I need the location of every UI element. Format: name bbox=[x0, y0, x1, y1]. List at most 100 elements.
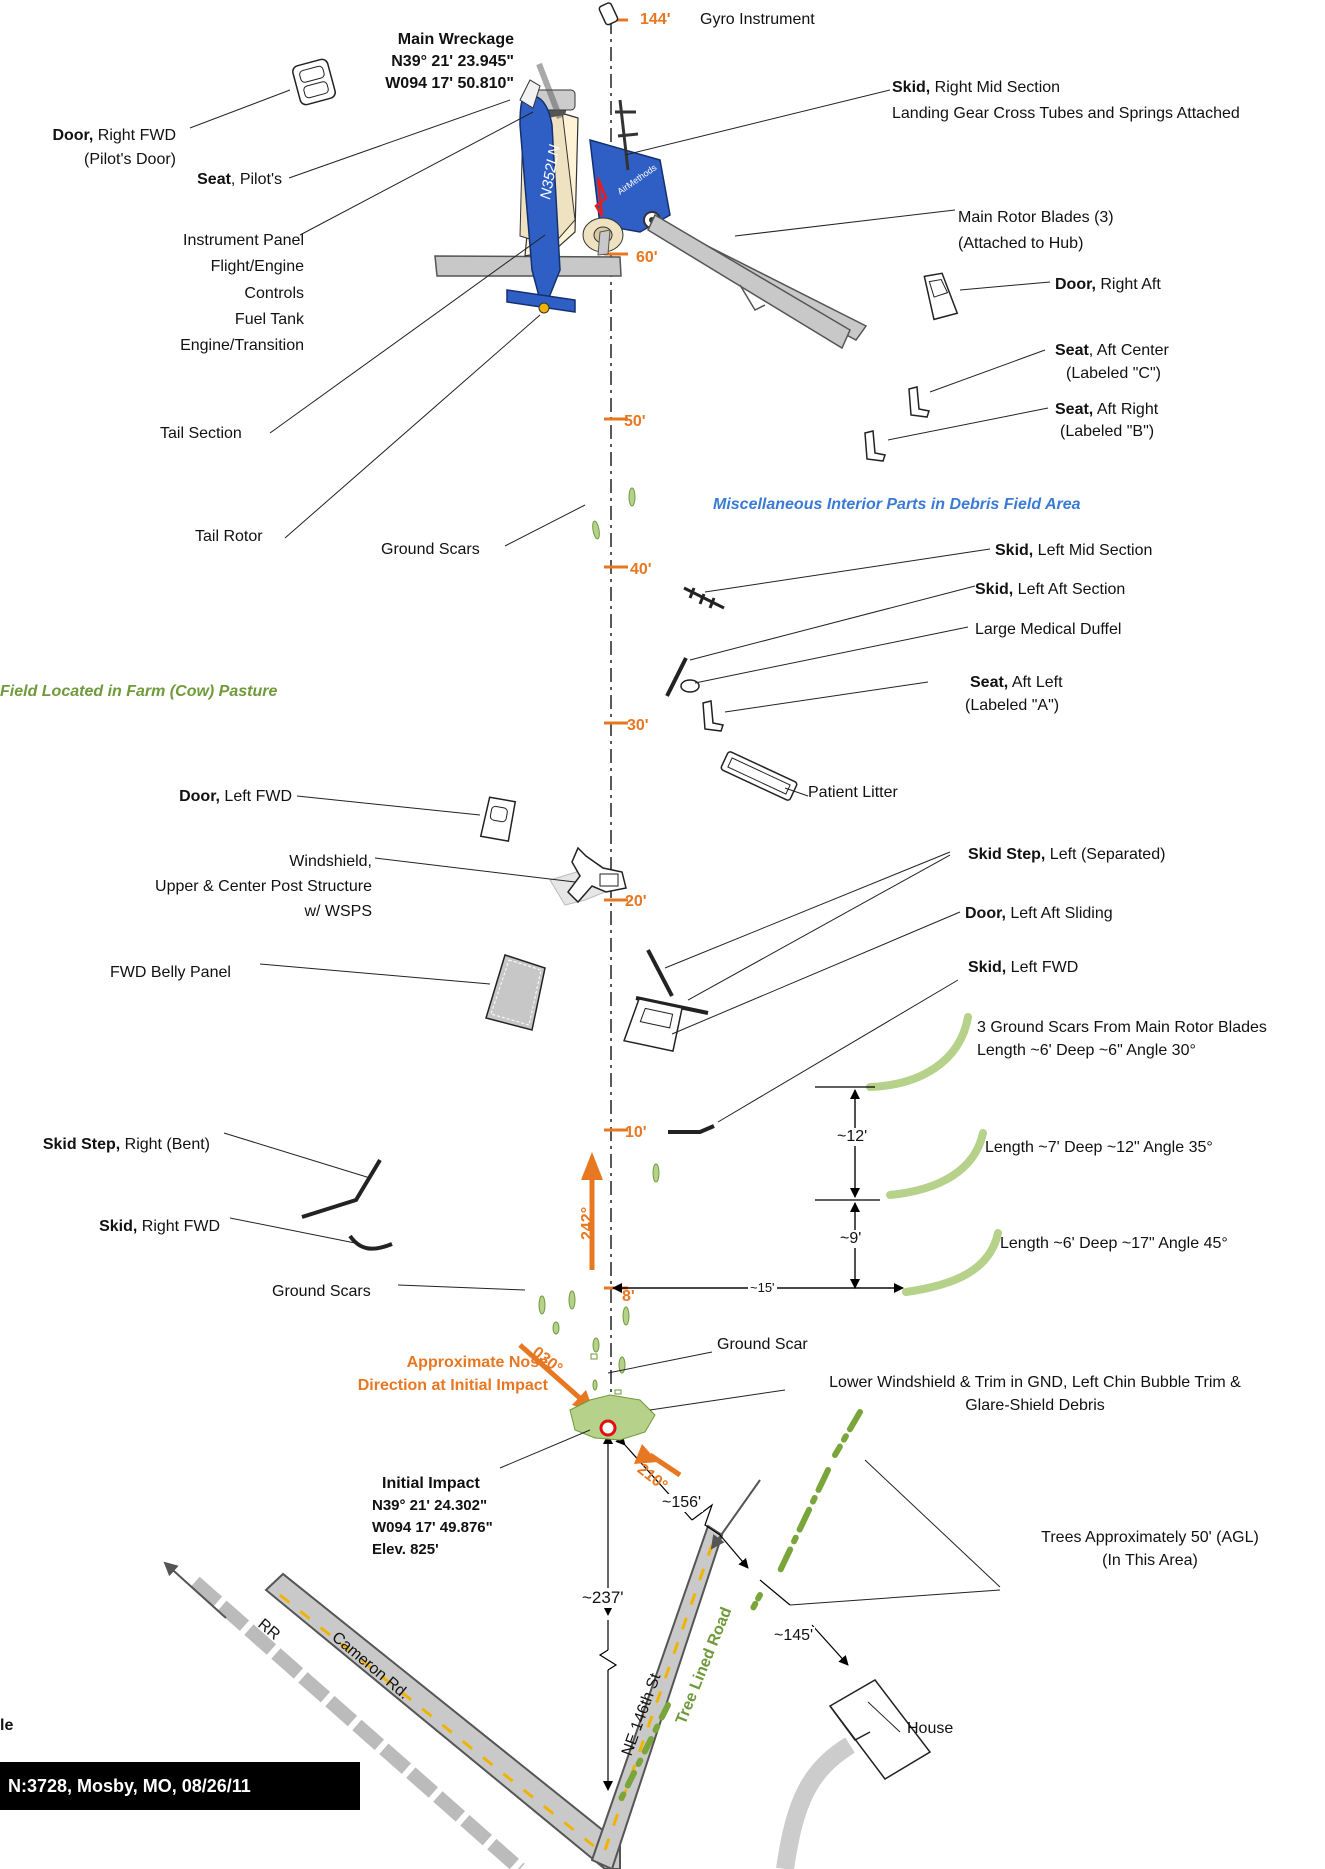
distance-8: 8' bbox=[622, 1288, 635, 1305]
seat-aft-left-icon bbox=[702, 700, 724, 732]
dim-237: ~237' bbox=[580, 1588, 626, 1608]
door-right-fwd-icon bbox=[292, 58, 336, 106]
initial-impact-elev: Elev. 825' bbox=[372, 1541, 439, 1558]
seat-aft-right-sub: (Labeled "B") bbox=[1060, 423, 1155, 440]
rotor-scar3-label: Length ~6' Deep ~17" Angle 45° bbox=[1000, 1235, 1228, 1252]
distance-50: 50' bbox=[624, 413, 646, 430]
skid-right-mid-rest: Right Mid Section bbox=[930, 79, 1061, 96]
door-left-aft-rest: Left Aft Sliding bbox=[1005, 905, 1113, 922]
door-right-aft-bold: Door, bbox=[1055, 276, 1096, 293]
skid-left-aft-rest: Left Aft Section bbox=[1013, 581, 1126, 598]
door-left-aft-label: Door, Left Aft Sliding bbox=[965, 904, 1113, 925]
initial-impact-lon: W094 17' 49.876" bbox=[372, 1519, 493, 1536]
door-left-aft-sliding-icon bbox=[623, 998, 683, 1052]
rotor-scars-line1: 3 Ground Scars From Main Rotor Blades bbox=[977, 1019, 1267, 1036]
door-right-fwd-sub: (Pilot's Door) bbox=[84, 151, 176, 168]
heading-arrows bbox=[518, 1175, 682, 1478]
railroad bbox=[190, 1576, 525, 1869]
distance-10: 10' bbox=[625, 1124, 647, 1141]
patient-litter-icon bbox=[720, 751, 798, 801]
door-right-fwd-rest: Right FWD bbox=[93, 127, 176, 144]
lower-windshield-line1: Lower Windshield & Trim in GND, Left Chi… bbox=[829, 1374, 1241, 1391]
windshield-line2: Upper & Center Post Structure bbox=[155, 878, 372, 895]
instrument-panel-line5: Engine/Transition bbox=[180, 337, 304, 354]
dim-156: ~156' bbox=[660, 1494, 704, 1512]
seat-aft-center-rest: , Aft Center bbox=[1088, 342, 1169, 359]
distance-60: 60' bbox=[636, 249, 658, 266]
dim-9: ~9' bbox=[838, 1230, 864, 1248]
skid-step-right-label: Skid Step, Right (Bent) bbox=[0, 1135, 210, 1156]
fwd-belly-panel-icon bbox=[485, 954, 546, 1031]
skid-left-mid-section-icon bbox=[683, 586, 725, 610]
skid-right-fwd-label: Skid, Right FWD bbox=[40, 1217, 220, 1238]
instrument-panel-line3: Controls bbox=[244, 285, 304, 302]
case-banner: N:3728, Mosby, MO, 08/26/11 bbox=[0, 1762, 360, 1810]
skid-left-fwd-label: Skid, Left FWD bbox=[968, 958, 1078, 979]
door-left-aft-bold: Door, bbox=[965, 905, 1006, 922]
main-rotor-line1: Main Rotor Blades (3) bbox=[958, 209, 1114, 226]
instrument-panel-line2: Flight/Engine bbox=[210, 258, 304, 275]
trees-line2: (In This Area) bbox=[1102, 1552, 1198, 1569]
seat-aft-left-bold: Seat, bbox=[970, 674, 1009, 691]
instrument-panel-line1: Instrument Panel bbox=[183, 232, 304, 249]
heading-242: 242° bbox=[579, 1206, 596, 1240]
skid-right-mid-bold: Skid, bbox=[892, 79, 931, 96]
ground-scars-upper-label: Ground Scars bbox=[381, 541, 480, 558]
ground-scar-marks bbox=[538, 487, 660, 1391]
seat-aft-center-bold: Seat bbox=[1055, 342, 1089, 359]
door-right-fwd-label: Door, Right FWD bbox=[20, 126, 176, 147]
rotor-blade-scars bbox=[866, 1013, 1002, 1296]
door-right-aft-rest: Right Aft bbox=[1095, 276, 1161, 293]
misc-parts-note: Miscellaneous Interior Parts in Debris F… bbox=[713, 496, 1081, 513]
seat-aft-center-icon bbox=[908, 386, 930, 418]
door-right-aft-label: Door, Right Aft bbox=[1055, 275, 1161, 296]
skid-step-right-icon bbox=[301, 1158, 382, 1219]
seat-aft-right-icon bbox=[864, 430, 886, 462]
door-left-fwd-icon bbox=[479, 796, 517, 842]
skid-step-left-icon bbox=[646, 949, 674, 997]
skid-step-left-label: Skid Step, Left (Separated) bbox=[968, 845, 1165, 866]
door-left-fwd-rest: Left FWD bbox=[219, 788, 292, 805]
initial-impact-title: Initial Impact bbox=[382, 1475, 480, 1492]
main-rotor-line2: (Attached to Hub) bbox=[958, 235, 1084, 252]
main-wreckage-lat: N39° 21' 23.945" bbox=[391, 53, 514, 70]
rotor-scar2-label: Length ~7' Deep ~12" Angle 35° bbox=[985, 1139, 1213, 1156]
approx-nose-line1: Approximate Nose bbox=[406, 1354, 548, 1371]
skid-step-right-bold: Skid Step, bbox=[42, 1136, 121, 1153]
skid-left-fwd-rest: Left FWD bbox=[1006, 959, 1079, 976]
windshield-line3: w/ WSPS bbox=[304, 903, 372, 920]
lower-windshield-line2: Glare-Shield Debris bbox=[965, 1397, 1105, 1414]
skid-left-fwd-icon bbox=[668, 1124, 715, 1134]
seat-aft-right-label: Seat, Aft Right bbox=[1055, 400, 1158, 421]
skid-right-mid-sub: Landing Gear Cross Tubes and Springs Att… bbox=[892, 105, 1240, 122]
dim-15: ~15' bbox=[748, 1280, 777, 1295]
tree-line bbox=[615, 1409, 863, 1808]
skid-left-aft-section-icon bbox=[665, 657, 688, 697]
dim-12: ~12' bbox=[835, 1128, 870, 1146]
seat-aft-right-rest: Aft Right bbox=[1093, 401, 1159, 418]
windshield-icon bbox=[549, 846, 627, 906]
skid-step-left-bold: Skid Step, bbox=[968, 846, 1046, 863]
main-wreckage-lon: W094 17' 50.810" bbox=[385, 75, 514, 92]
seat-pilot-bold: Seat bbox=[197, 171, 231, 188]
medical-duffel-label: Large Medical Duffel bbox=[975, 621, 1122, 638]
rotor-scars-line2: Length ~6' Deep ~6" Angle 30° bbox=[977, 1042, 1196, 1059]
distance-40: 40' bbox=[630, 561, 652, 578]
trees-line1: Trees Approximately 50' (AGL) bbox=[1041, 1529, 1259, 1546]
gyro-instrument-label: Gyro Instrument bbox=[700, 11, 815, 28]
door-right-fwd-bold: Door, bbox=[52, 127, 94, 144]
skid-step-left-rest: Left (Separated) bbox=[1045, 846, 1166, 863]
skid-right-fwd-rest: Right FWD bbox=[137, 1218, 220, 1235]
door-left-fwd-bold: Door, bbox=[179, 788, 220, 805]
house-label: House bbox=[907, 1720, 954, 1737]
initial-impact-lat: N39° 21' 24.302" bbox=[372, 1497, 488, 1514]
door-left-fwd-label: Door, Left FWD bbox=[130, 787, 292, 808]
helicopter-main-wreckage-icon: N352LN AirMethods bbox=[434, 62, 671, 314]
seat-pilot-rest: , Pilot's bbox=[230, 171, 282, 188]
tail-section-label: Tail Section bbox=[160, 425, 242, 442]
seat-aft-right-bold: Seat, bbox=[1055, 401, 1094, 418]
seat-aft-left-label: Seat, Aft Left bbox=[970, 673, 1063, 694]
leader-lines bbox=[189, 89, 1051, 1733]
main-rotor-blades-icon bbox=[597, 213, 868, 350]
